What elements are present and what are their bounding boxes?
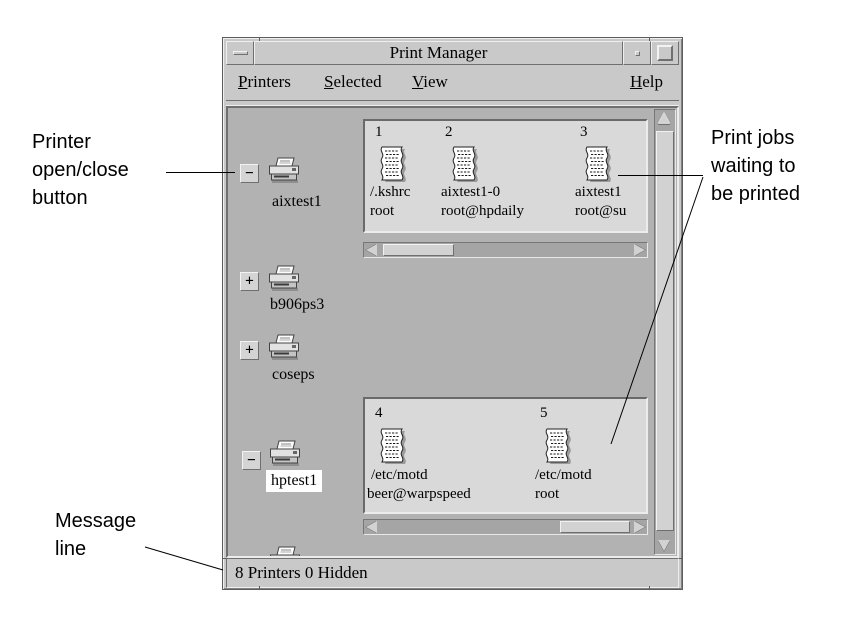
print-job[interactable]: 3 aixtest1 root@su [575,121,646,231]
job-owner: root@hpdaily [441,203,524,219]
menu-printers[interactable]: Printers [238,72,291,91]
frame-tick [649,38,650,41]
message-line: 8 Printers 0 Hidden [226,558,679,588]
job-panel: 1 /.kshrc root 2 aixtest1-0 root@hpdaily… [363,119,648,233]
minimize-dot-icon [635,51,640,56]
menu-help[interactable]: Help [629,72,663,91]
printer-toggle-button[interactable]: + [240,341,259,360]
job-file: aixtest1-0 [441,184,501,200]
menubar: Printers Selected View Help [226,65,679,100]
print-job-document-icon[interactable] [374,427,408,465]
job-owner: root [370,203,395,219]
job-file: aixtest1 [575,184,622,200]
job-number: 2 [445,124,453,140]
scrollbar-thumb[interactable] [383,244,454,256]
job-owner: root@su [575,203,627,219]
scroll-up-arrow[interactable] [658,113,670,124]
titlebar[interactable]: Print Manager [226,41,679,65]
callout-message-line: Message line [55,507,136,563]
printer-icon[interactable] [267,334,301,362]
job-number: 4 [375,405,383,421]
scroll-down-arrow[interactable] [658,540,670,551]
status-text: 8 Printers 0 Hidden [235,563,368,582]
callout-text: Printer [32,131,91,153]
scroll-right-arrow[interactable] [634,521,645,533]
vertical-scrollbar[interactable] [654,109,676,555]
print-job-document-icon[interactable] [446,145,480,183]
job-file: /etc/motd [371,467,428,483]
frame-tick [259,586,260,589]
window-menu-dash-icon [233,51,248,55]
callout-text: open/close [32,159,129,181]
menubar-separator [226,100,679,106]
printer-name-label[interactable]: aixtest1 [272,193,322,210]
menu-selected[interactable]: Selected [324,72,382,91]
frame-tick [649,586,650,589]
job-file: /etc/motd [535,467,592,483]
print-manager-window: Print Manager Printers Selected View Hel… [222,37,683,590]
maximize-square-icon [657,45,673,61]
printer-toggle-button[interactable]: − [240,164,259,183]
callout-print-jobs: Print jobs waiting to be printed [711,124,800,208]
printer-icon[interactable] [268,546,302,558]
callout-text: Message [55,510,137,532]
maximize-button[interactable] [651,41,679,65]
job-panel-horizontal-scrollbar[interactable] [363,242,648,258]
printer-name-label[interactable]: hptest1 [266,470,323,492]
scrollbar-thumb[interactable] [656,131,674,531]
callout-printer-open-close: Printer open/close button [32,128,129,212]
job-number: 5 [540,405,548,421]
job-owner: beer@warpspeed [367,486,471,502]
printer-name-label[interactable]: coseps [272,366,315,383]
job-number: 3 [580,124,588,140]
callout-text: waiting to [711,155,796,177]
printer-icon[interactable] [268,440,302,468]
scroll-right-arrow[interactable] [634,244,645,256]
printer-toggle-button[interactable]: + [240,272,259,291]
callout-text: line [55,538,87,560]
window-title: Print Manager [254,41,623,65]
printer-icon[interactable] [267,265,301,293]
scrollbar-thumb[interactable] [560,521,630,533]
printer-canvas: − aixtest1 1 /.kshrc root 2 aixtest1-0 [226,106,679,558]
job-number: 1 [375,124,383,140]
frame-tick [259,38,260,41]
printer-icon[interactable] [267,157,301,185]
print-job[interactable]: 5 /etc/motd root [535,399,646,512]
callout-text: Print jobs [711,127,795,149]
minimize-button[interactable] [623,41,651,65]
print-job[interactable]: 4 /etc/motd beer@warpspeed [367,399,534,512]
print-job[interactable]: 1 /.kshrc root [370,121,509,231]
job-panel: 4 /etc/motd beer@warpspeed 5 /etc/motd r… [363,397,648,514]
job-file: /.kshrc [370,184,411,200]
frame-tick [223,558,226,559]
menu-view[interactable]: View [412,72,448,91]
print-job-document-icon[interactable] [374,145,408,183]
print-job-document-icon[interactable] [539,427,573,465]
job-panel-horizontal-scrollbar[interactable] [363,519,648,535]
callout-text: be printed [711,183,800,205]
scroll-left-arrow[interactable] [366,244,377,256]
job-owner: root [535,486,560,502]
callout-text: button [32,187,88,209]
frame-tick [679,558,682,559]
window-menu-button[interactable] [226,41,254,65]
printer-toggle-button[interactable]: − [242,451,261,470]
scroll-left-arrow[interactable] [366,521,377,533]
print-job[interactable]: 2 aixtest1-0 root@hpdaily [441,121,579,231]
print-job-document-icon[interactable] [579,145,613,183]
printer-name-label[interactable]: b906ps3 [270,296,325,313]
